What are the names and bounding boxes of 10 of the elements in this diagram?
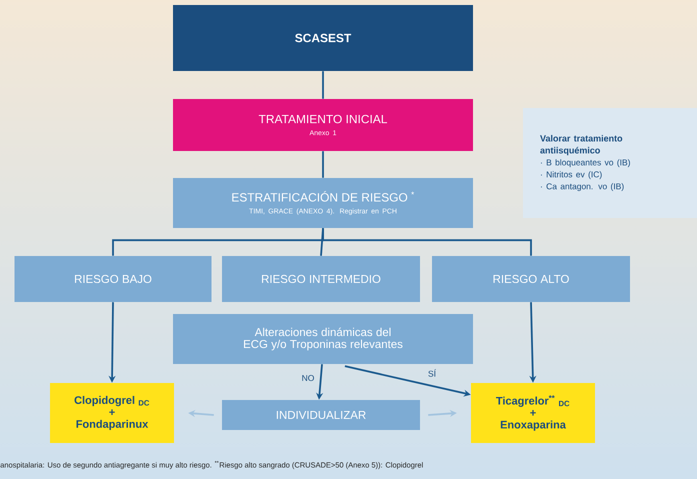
treatment-box: Clopidogrel $_{DC}$ + Fondaparinux	[50, 383, 174, 443]
process-box: INDIVIDUALIZAR	[222, 400, 420, 430]
note-box: Valorar tratamiento antiisquémico · B bloqueantes vo (IB) · Nitritos ev (IC) · Ca antagon. vo (IB)	[523, 108, 697, 218]
process-box: RIESGO INTERMEDIO	[222, 256, 420, 302]
process-box: RIESGO ALTO	[432, 256, 630, 302]
edge-label: NO	[302, 375, 314, 381]
edge-label: SÍ	[428, 369, 436, 377]
process-box: RIESGO BAJO	[14, 256, 212, 302]
decision-box: Alteraciones dinámicas del ECG y/o Troponinas relevantes	[173, 314, 473, 364]
title-box: SCASEST	[173, 5, 473, 71]
